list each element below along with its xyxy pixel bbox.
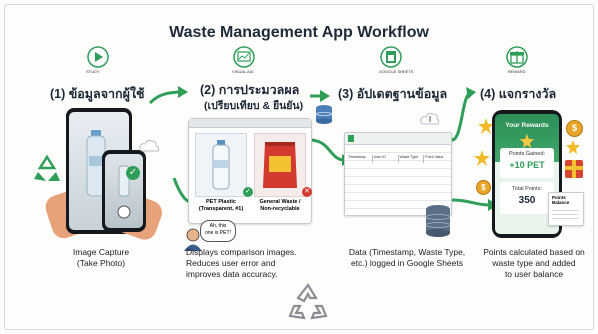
- star-icon-3: [566, 140, 580, 154]
- speech-line-1: Ah, this: [209, 223, 227, 229]
- comparison-card-titlebar: [189, 119, 311, 128]
- step-2-caption: Displays comparison images. Reduces user…: [186, 247, 306, 280]
- coin-icon-1: $: [476, 180, 491, 195]
- phone-large: [66, 108, 132, 234]
- sheet-header-row: Timestamp User ID Waste Type Point Value: [347, 155, 449, 163]
- match-check-icon: ✓: [243, 187, 253, 197]
- icon-label-3: GOOGLE SHEETS: [379, 69, 414, 74]
- coin-icon-2: $: [566, 120, 583, 137]
- general-waste-label-name: General Waste /: [259, 199, 301, 205]
- icon-label-2: VISUAL AID: [232, 69, 254, 74]
- arrow-3-4: [451, 91, 472, 142]
- pet-label-detail: (Transparent, #1): [198, 206, 244, 212]
- general-waste-label: General Waste / Non-recyclable: [253, 199, 307, 213]
- comparison-card: ✓ ✕ PET Plastic (Transparent, #1) Genera…: [188, 118, 312, 224]
- step-3-caption-line-1: Data (Timestamp, Waste Type,: [348, 247, 466, 257]
- rewards-star-icon: [520, 134, 534, 148]
- step-1-caption-line-1: Image Capture: [72, 247, 130, 257]
- page-title: Waste Management App Workflow: [169, 24, 429, 41]
- general-waste-label-detail: Non-recyclable: [260, 206, 300, 212]
- step-4-caption-line-1: Points calculated based on: [483, 247, 585, 257]
- step-3-caption-line-2: etc.) logged in Google Sheets: [351, 258, 463, 268]
- sheet-toolbar: [345, 133, 451, 145]
- total-points-value: 350: [518, 195, 536, 206]
- arrow-2-3-head: [320, 90, 330, 102]
- icon-label-1: STUDY: [86, 69, 100, 74]
- icon-label-4: REWARD: [508, 69, 526, 74]
- points-gained-label: Points Gained:: [508, 151, 546, 157]
- step-icons: [87, 46, 528, 68]
- step-3-caption: Data (Timestamp, Waste Type, etc.) logge…: [342, 247, 472, 269]
- arrow-card-sheet: [309, 138, 345, 162]
- total-points-label: Total Points:: [512, 186, 542, 192]
- arrow-1-2-head: [178, 86, 188, 98]
- database-icon-small: [315, 105, 333, 124]
- points-balance-doc: Points Balance: [548, 192, 584, 226]
- sheet-logo-icon: [348, 135, 354, 142]
- sheet-header-waste-type: Waste Type: [399, 155, 425, 163]
- camera-play-icon: [87, 46, 109, 68]
- pet-label-name: PET Plastic: [206, 199, 236, 205]
- pet-bottle-icon: [212, 140, 230, 190]
- arrow-sheet-phone: [451, 198, 491, 207]
- sheet-header-timestamp: Timestamp: [347, 155, 373, 163]
- step-2-subtitle: (เปรียบเทียบ & ยืนยัน): [204, 100, 304, 112]
- user-avatar-icon: [184, 228, 202, 251]
- general-waste-panel: [254, 133, 306, 197]
- step-2-caption-line-3: improves data accuracy.: [186, 269, 278, 279]
- step-2-title: (2) การประมวลผล: [200, 83, 300, 97]
- rewards-header: Your Rewards: [505, 122, 549, 129]
- pet-panel: [195, 133, 247, 197]
- phone-small: [102, 150, 146, 232]
- mismatch-x-icon: ✕: [302, 187, 312, 197]
- arrow-3-4-head: [466, 87, 476, 99]
- points-gained-value: +10 PET: [509, 160, 545, 170]
- step-4-title: (4) แจกรางวัล: [480, 87, 557, 101]
- step-1-title: (1) ข้อมูลจากผู้ใช้: [50, 87, 145, 101]
- visual-ai-icon: [233, 46, 255, 68]
- step-4-caption-line-2: waste type and added: [492, 258, 576, 268]
- sheet-header-user-id: User ID: [373, 155, 399, 163]
- recycle-icon-small: [34, 154, 60, 181]
- points-balance-line-1: Points: [552, 195, 566, 200]
- upload-cloud-icon: [420, 112, 440, 125]
- points-balance-lines: [552, 207, 578, 221]
- speech-bubble: Ah, this one is PET!: [200, 220, 236, 242]
- step-4-caption-line-3: to user balance: [504, 269, 564, 279]
- google-sheet-window: Timestamp User ID Waste Type Point Value: [344, 132, 452, 216]
- step-1-caption: Image Capture (Take Photo): [46, 247, 156, 269]
- points-balance-line-2: Balance: [552, 200, 570, 205]
- phone-small-screen: [105, 154, 143, 228]
- step-2-caption-line-2: Reduces user error and: [186, 258, 276, 268]
- points-gained-box: Points Gained: +10 PET: [500, 148, 554, 178]
- step-2-caption-line-1: Displays comparison images.: [186, 247, 297, 257]
- star-icon-2: [474, 150, 490, 166]
- gift-box-icon: [565, 160, 583, 178]
- outer-frame: [4, 4, 594, 330]
- google-sheets-icon: [380, 46, 402, 68]
- gift-icon: [506, 46, 528, 68]
- step-4-caption: Points calculated based on waste type an…: [478, 247, 590, 280]
- check-icon: ✓: [126, 166, 140, 180]
- cloud-icon-1: [139, 139, 160, 152]
- small-bottle-icon: [117, 165, 131, 219]
- sheet-header-point-value: Point Value: [425, 155, 444, 159]
- step-1-caption-line-2: (Take Photo): [76, 258, 126, 268]
- star-icon-1: [478, 118, 494, 134]
- database-icon-large: [425, 205, 451, 237]
- pet-label: PET Plastic (Transparent, #1): [195, 199, 247, 213]
- speech-line-2: one is PET!: [205, 230, 231, 236]
- step-3-title: (3) อัปเดตฐานข้อมูล: [338, 87, 448, 101]
- snack-bag-icon: [263, 142, 297, 188]
- arrow-1-2: [148, 90, 179, 105]
- total-points-box: Total Points: 350: [500, 182, 554, 214]
- recycle-icon-large: [288, 283, 328, 320]
